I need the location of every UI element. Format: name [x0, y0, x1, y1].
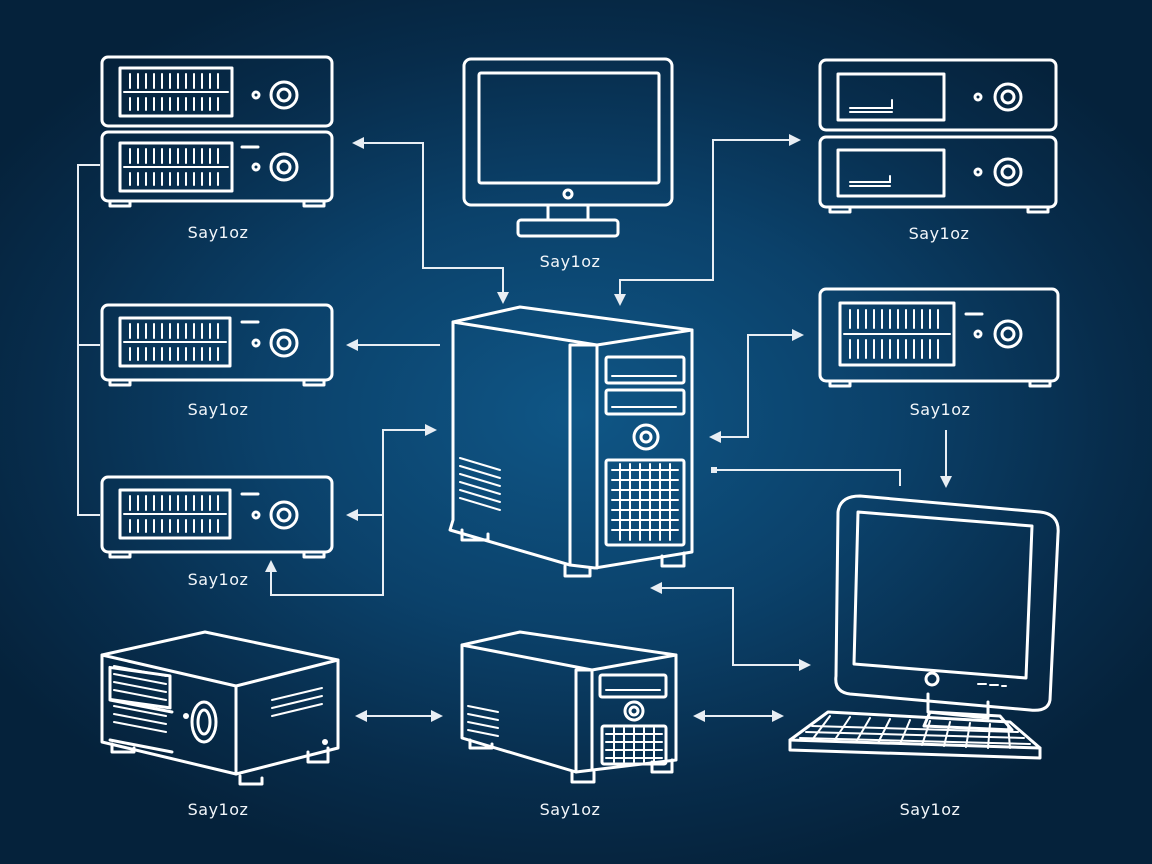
- label-rack-a: Say1oz: [187, 223, 249, 242]
- arrow-server-left-low: [346, 509, 358, 521]
- label-server-right-mid: Say1oz: [909, 400, 971, 419]
- link-tower-server-right-mid: [720, 334, 793, 438]
- link-tower-workstation: [712, 469, 901, 486]
- arrow-bottom-mid-right: [693, 710, 705, 722]
- rack-server-icon: [818, 287, 1060, 388]
- rack-server-icon: [100, 630, 340, 786]
- rack-server-icon: [100, 303, 334, 387]
- arrow-bottom-left: [355, 710, 367, 722]
- arrow-server-right-mid: [792, 329, 804, 341]
- rack-a-vents-1: [123, 73, 229, 111]
- connectors: [77, 134, 952, 722]
- arrow-workstation-left: [799, 659, 811, 671]
- arrow-tower-bottom: [650, 582, 662, 594]
- arrow-tower-left: [425, 424, 437, 436]
- label-monitor-top: Say1oz: [539, 252, 601, 271]
- label-server-left-low: Say1oz: [187, 570, 249, 589]
- arrow-tower-top-left: [497, 292, 509, 304]
- label-server-left-mid: Say1oz: [187, 400, 249, 419]
- label-tower-bottom-mid: Say1oz: [539, 800, 601, 819]
- arrow-workstation-top: [940, 476, 952, 488]
- desktop-computer-icon: [788, 494, 1060, 760]
- link-server-left-low-tower: [358, 429, 426, 516]
- link-tower-workstation-bottom: [660, 587, 800, 666]
- monitor-icon: [462, 57, 674, 238]
- arrow-tower-right: [709, 431, 721, 443]
- arrow-bottom-right: [772, 710, 784, 722]
- rack-server-icon: [100, 475, 334, 559]
- cable-plug: [711, 467, 717, 473]
- link-label-loop: [270, 515, 384, 596]
- arrow-rack-a: [352, 137, 364, 149]
- arrow-server-left-low-up: [265, 560, 277, 572]
- tower-pc-icon: [448, 305, 694, 578]
- tower-pc-icon: [460, 630, 678, 784]
- label-rack-top-right: Say1oz: [908, 224, 970, 243]
- arrow-server-left-mid: [346, 339, 358, 351]
- rack-server-icon: [818, 58, 1058, 214]
- arrow-bottom-mid-left: [431, 710, 443, 722]
- link-rack-a-tower: [362, 142, 504, 294]
- left-bus-line: [77, 164, 100, 516]
- label-server-bottom-left: Say1oz: [187, 800, 249, 819]
- arrow-rack-top-right: [789, 134, 801, 146]
- arrow-tower-top-right: [614, 294, 626, 306]
- link-tower-rack-top-right: [619, 139, 790, 296]
- label-workstation: Say1oz: [899, 800, 961, 819]
- rack-server-icon: [100, 55, 334, 208]
